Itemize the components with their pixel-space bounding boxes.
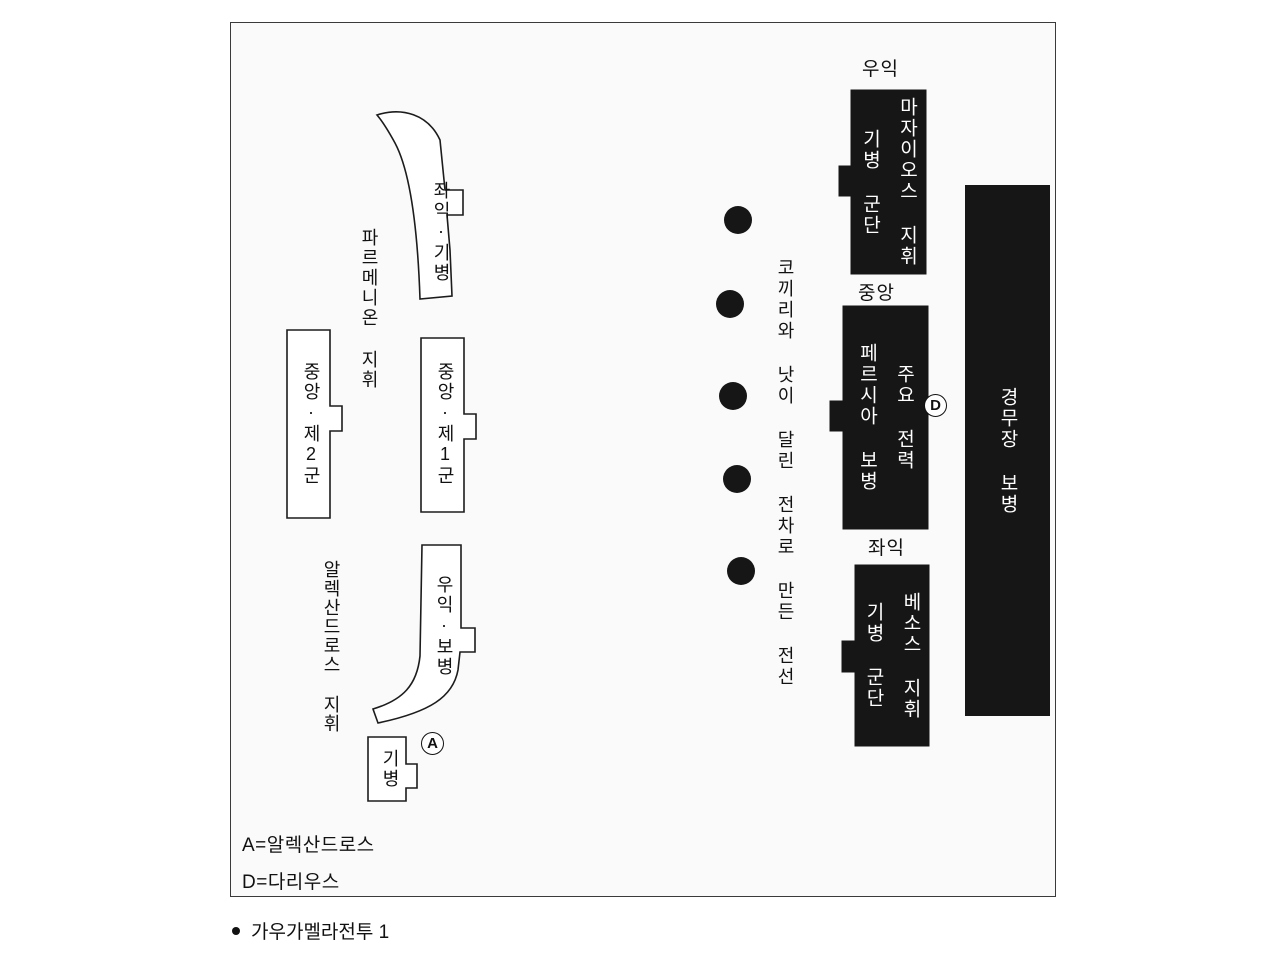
marker-d: D bbox=[924, 394, 947, 417]
mazaeus-box bbox=[838, 89, 927, 275]
bessus-box-line1: 베소스 지휘 bbox=[900, 591, 921, 720]
bessus-box-line2: 기병 군단 bbox=[863, 602, 884, 709]
left-wing-cavalry-label: 좌익·기병 bbox=[431, 181, 451, 283]
front-line-label: 코끼리와 낫이 달린 전차로 만든 전선 bbox=[775, 258, 795, 688]
caption-bullet-dot bbox=[232, 926, 240, 935]
light-infantry-box-text: 경무장 보병 bbox=[965, 185, 1050, 716]
light-infantry-label: 경무장 보병 bbox=[997, 386, 1018, 515]
right-wing-infantry-label: 우익·보병 bbox=[434, 575, 454, 677]
front-line-dot bbox=[716, 290, 744, 318]
persian-center-box bbox=[829, 305, 929, 530]
center-second-army-label: 중앙·제2군 bbox=[301, 362, 321, 486]
front-line-dot bbox=[719, 382, 747, 410]
legend-d: D=다리우스 bbox=[242, 872, 340, 893]
persian-center-line2: 페르시아 보병 bbox=[856, 343, 878, 492]
parmenion-command-label: 파르메니온 지휘 bbox=[359, 228, 379, 390]
light-infantry-box bbox=[965, 185, 1050, 716]
mazaeus-box-text: 마자이오스 지휘 기병 군단 bbox=[851, 92, 926, 272]
persian-center-line1: 주요 전력 bbox=[893, 364, 915, 471]
figure-caption: 가우가멜라전투 1 bbox=[232, 917, 389, 944]
front-line-dot bbox=[727, 557, 755, 585]
center-section-label: 중앙 bbox=[858, 283, 895, 304]
center-first-army-label: 중앙·제1군 bbox=[435, 362, 455, 486]
mazaeus-box-line2: 기병 군단 bbox=[859, 128, 881, 236]
left-wing-section-label: 좌익 bbox=[868, 538, 905, 559]
center-first-army-shape bbox=[420, 337, 477, 513]
cavalry-shape bbox=[367, 736, 418, 802]
front-line-dot bbox=[724, 206, 752, 234]
caption-text: 가우가멜라전투 1 bbox=[251, 922, 390, 943]
right-wing-section-label: 우익 bbox=[862, 59, 899, 80]
marker-a: A bbox=[421, 732, 444, 755]
mazaeus-box-line1: 마자이오스 지휘 bbox=[896, 97, 918, 267]
persian-center-box-text: 주요 전력 페르시아 보병 bbox=[843, 306, 928, 529]
bessus-box-text: 베소스 지휘 기병 군단 bbox=[855, 565, 929, 746]
cavalry-label: 기병 bbox=[380, 749, 400, 789]
alexandros-command-label: 알렉산드로스 지휘 bbox=[321, 560, 341, 733]
front-line-dots bbox=[716, 206, 755, 585]
legend-a: A=알렉산드로스 bbox=[242, 835, 375, 856]
right-wing-infantry-shape bbox=[371, 544, 476, 724]
bessus-box bbox=[841, 564, 930, 747]
center-second-army-shape bbox=[286, 329, 343, 519]
front-line-dot bbox=[723, 465, 751, 493]
left-wing-cavalry-shape bbox=[375, 111, 464, 300]
